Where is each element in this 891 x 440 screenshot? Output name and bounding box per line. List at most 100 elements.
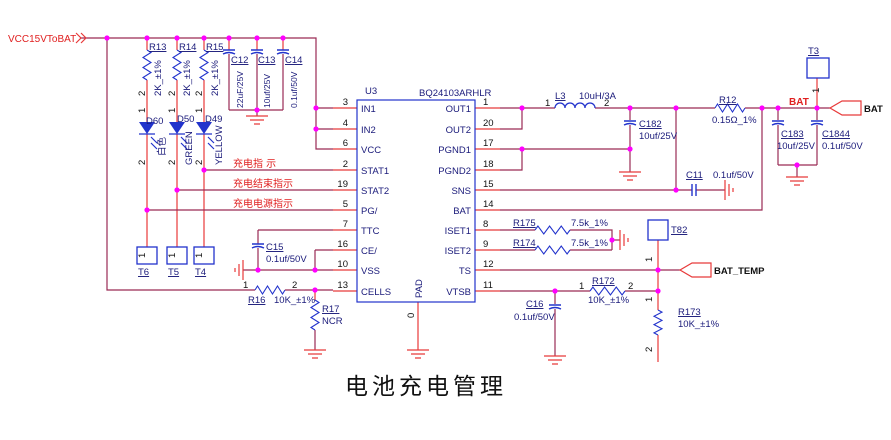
pin-mark: 1	[811, 88, 822, 93]
ground-icon	[724, 180, 734, 200]
c12-value: 22uF/25V	[235, 71, 245, 108]
ground-icon	[544, 355, 566, 365]
r16-pin2: 2	[292, 280, 297, 291]
junction-dot	[655, 267, 661, 273]
test-point-icon	[193, 246, 215, 265]
pin-number: 18	[483, 159, 494, 170]
pin-mark: 1	[194, 108, 205, 113]
pin-mark: 1	[167, 108, 178, 113]
ground-icon	[786, 176, 808, 186]
ground-icon	[619, 230, 629, 250]
l3-ref: L3	[555, 91, 566, 102]
test-point-icon	[166, 246, 188, 265]
t82-ref: T82	[671, 225, 687, 236]
pin-mark: 2	[167, 160, 178, 165]
ic-pad-label: PAD	[414, 279, 425, 298]
wires	[80, 37, 830, 362]
c15-ref: C15	[266, 242, 283, 253]
junction-dot	[519, 146, 525, 152]
pin-number: 9	[483, 239, 488, 250]
pin-number: 4	[343, 118, 348, 129]
led-icon	[169, 122, 185, 134]
r172-value: 10K_±1%	[588, 295, 630, 306]
junction-dot	[280, 35, 286, 41]
junction-dot	[312, 287, 318, 293]
capacitor-icon	[250, 49, 264, 55]
junction-dot	[174, 187, 180, 193]
resistor-icon	[141, 49, 153, 81]
pin-name-ts: TS	[459, 266, 471, 277]
c15-value: 0.1uf/50V	[266, 254, 307, 265]
resistor-icon	[534, 245, 571, 255]
junction-dot	[104, 35, 110, 41]
d49-ref: D49	[205, 114, 222, 125]
d60-ref: D60	[146, 116, 163, 127]
capacitor-icon	[222, 49, 236, 55]
r12-ref: R12	[719, 95, 736, 106]
pin-mark: 2	[167, 91, 178, 96]
pin-mark: 2	[137, 91, 148, 96]
ic-pins: 3IN14IN26VCC2STAT119STAT25PG/7TTC16CE/10…	[137, 88, 822, 352]
l3-value: 10uH/3A	[579, 91, 617, 102]
r14-ref: R14	[179, 42, 196, 53]
junction-dot	[201, 35, 207, 41]
port-icon	[678, 262, 712, 278]
resistor-icon	[171, 49, 183, 81]
c12-ref: C12	[231, 55, 248, 66]
c1844-value: 0.1uf/50V	[822, 141, 863, 152]
pin-mark: 1	[167, 253, 178, 258]
pin-name-vtsb: VTSB	[446, 287, 471, 298]
pin-number: 13	[337, 280, 348, 291]
pin-number: 6	[343, 138, 348, 149]
ground-icon	[619, 171, 641, 181]
junction-dot	[673, 105, 679, 111]
wire	[500, 108, 523, 130]
led-arrows-icon	[196, 133, 215, 150]
pin-mark: 1	[194, 253, 205, 258]
led-arrows-icon	[139, 133, 158, 150]
port-bat-label: BAT	[864, 104, 883, 115]
c182-ref: C182	[639, 119, 662, 130]
led-arrows-icon	[169, 133, 188, 150]
d49-color: YELLOW	[214, 125, 225, 165]
pin-number: 16	[337, 239, 348, 250]
junction-dot	[794, 162, 800, 168]
capacitor-icon	[623, 120, 637, 126]
wire	[80, 37, 333, 150]
pin-number: 5	[343, 199, 348, 210]
capacitor-icon	[810, 120, 824, 126]
junction-dot	[254, 35, 260, 41]
junction-dot	[144, 35, 150, 41]
junction-dot	[655, 288, 661, 294]
pin-number: 7	[343, 219, 348, 230]
pin-mark: 1	[644, 297, 655, 302]
led-icon	[139, 122, 155, 134]
r17-value: NCR	[322, 316, 343, 327]
junction-dot	[627, 105, 633, 111]
c14-value: 0.1uf/50V	[289, 71, 299, 108]
junction-dot	[609, 237, 615, 243]
led-icon	[196, 122, 212, 134]
test-point-icon	[647, 219, 669, 241]
junction-dot	[673, 187, 679, 193]
pin-mark: 1	[137, 253, 148, 258]
test-point-icon	[136, 246, 158, 265]
pin-number: 1	[483, 97, 488, 108]
capacitor-icon	[771, 120, 785, 126]
pin-name-iset1: ISET1	[445, 226, 471, 237]
pin-name-pgnd2: PGND2	[438, 166, 471, 177]
pin-name-out1: OUT1	[446, 104, 471, 115]
d50-color: GREEN	[184, 131, 195, 165]
pin-name-in2: IN2	[361, 125, 376, 136]
capacitor-icon	[276, 49, 290, 55]
pin-number: 11	[483, 280, 493, 291]
pin-mark: 2	[137, 160, 148, 165]
junction-dot	[814, 105, 820, 111]
l3-pin2: 2	[604, 98, 609, 109]
r172-ref: R172	[592, 276, 615, 287]
r174-ref: R174	[513, 238, 536, 249]
resistor-icon	[652, 309, 664, 336]
resistor-icon	[589, 286, 626, 296]
t3-ref: T3	[808, 46, 819, 57]
